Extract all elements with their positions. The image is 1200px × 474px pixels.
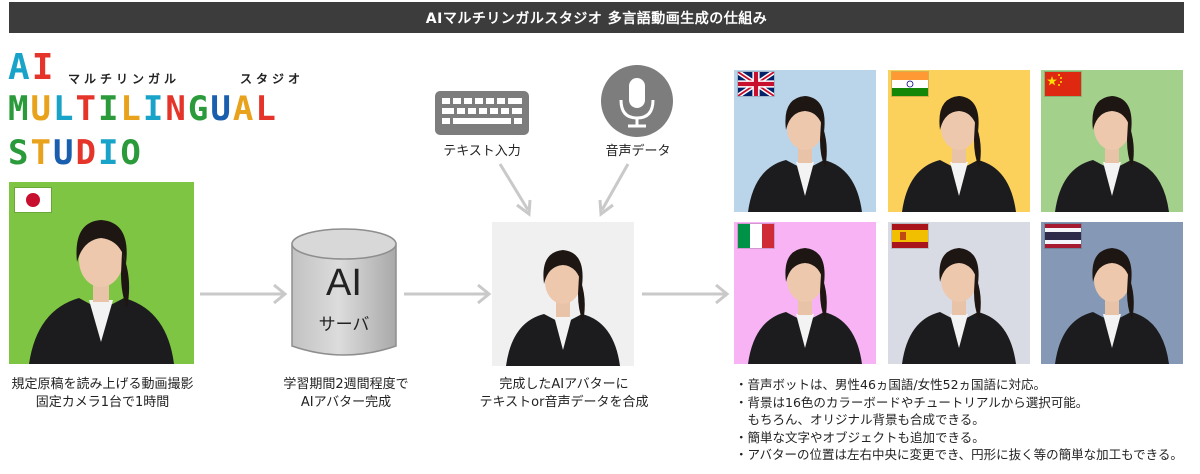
note-line: もちろん、オリジナル背景も合成できる。 xyxy=(735,412,985,428)
server-label-sub: サーバ xyxy=(318,315,370,335)
presenter-figure xyxy=(902,96,1016,212)
input-arrows xyxy=(498,163,630,217)
output-video-hindi xyxy=(888,70,1030,212)
output-video-chinese xyxy=(1041,70,1183,212)
thailand-flag-icon xyxy=(1045,224,1081,248)
arrow-to-server xyxy=(200,283,288,305)
step3-caption-line1: 完成したAIアバターに xyxy=(499,377,629,392)
presenter-figure xyxy=(1055,248,1169,364)
spain-flag-icon xyxy=(892,224,928,248)
text-input-label: テキスト入力 xyxy=(443,144,521,159)
step3-caption: 完成したAIアバターに テキストor音声データを合成 xyxy=(466,376,662,412)
china-flag-icon xyxy=(1045,72,1081,96)
logo-kana-studio: スタジオ xyxy=(240,72,305,86)
note-line: ・簡単な文字やオブジェクトも追加できる。 xyxy=(735,429,985,445)
uk-flag-icon xyxy=(738,72,774,96)
feature-notes: ・音声ボットは、男性46ヵ国語/女性52ヵ国語に対応。 ・背景は16色のカラーボ… xyxy=(735,376,1183,464)
output-video-thai xyxy=(1041,222,1183,364)
step1-caption: 規定原稿を読み上げる動画撮影 固定カメラ1台で1時間 xyxy=(0,376,205,412)
japan-flag-icon xyxy=(15,188,51,212)
presenter-figure xyxy=(1055,96,1169,212)
india-flag-icon xyxy=(892,72,928,96)
arrow-to-outputs xyxy=(642,283,730,305)
ai-server-icon: AI サーバ xyxy=(288,224,400,366)
step1-caption-line1: 規定原稿を読み上げる動画撮影 xyxy=(11,377,194,392)
presenter-figure xyxy=(748,96,862,212)
step2-caption: 学習期間2週間程度で AIアバター完成 xyxy=(256,376,436,412)
step3-caption-line2: テキストor音声データを合成 xyxy=(479,395,649,410)
presenter-figure xyxy=(29,220,174,364)
page-title: AIマルチリンガルスタジオ 多言語動画生成の仕組み xyxy=(9,2,1184,33)
logo-kana-multilingual: マルチリンガル xyxy=(68,72,181,86)
logo-line-2: MULTILINGUAL xyxy=(8,89,278,129)
step2-caption-line2: AIアバター完成 xyxy=(300,395,392,410)
avatar-figure xyxy=(506,250,620,366)
output-video-italian xyxy=(734,222,876,364)
note-line: ・アバターの位置は左右中央に変更でき、円形に抜く等の簡単な加工もできる。 xyxy=(735,447,1183,463)
step2-caption-line1: 学習期間2週間程度で xyxy=(283,377,409,392)
microphone-icon xyxy=(600,64,674,138)
presenter-figure xyxy=(748,248,862,364)
logo-line-3: STUDIO xyxy=(8,133,143,173)
presenter-figure xyxy=(902,248,1016,364)
voice-data-label: 音声データ xyxy=(605,144,671,159)
italy-flag-icon xyxy=(738,224,774,248)
step1-caption-line2: 固定カメラ1台で1時間 xyxy=(35,395,170,410)
keyboard-icon xyxy=(434,90,530,136)
source-video-thumbnail xyxy=(9,182,194,364)
ai-avatar-thumbnail xyxy=(492,222,634,366)
note-line: ・音声ボットは、男性46ヵ国語/女性52ヵ国語に対応。 xyxy=(735,377,1047,392)
output-video-english xyxy=(734,70,876,212)
note-line: ・背景は16色のカラーボードやチュートリアルから選択可能。 xyxy=(735,394,1089,410)
server-label-ai: AI xyxy=(326,262,362,304)
logo-line-1: AI xyxy=(8,47,56,88)
ai-multilingual-studio-logo: AI マルチリンガル スタジオ MULTILINGUAL STUDIO xyxy=(8,50,328,180)
output-video-spanish xyxy=(888,222,1030,364)
arrow-to-avatar xyxy=(404,283,492,305)
